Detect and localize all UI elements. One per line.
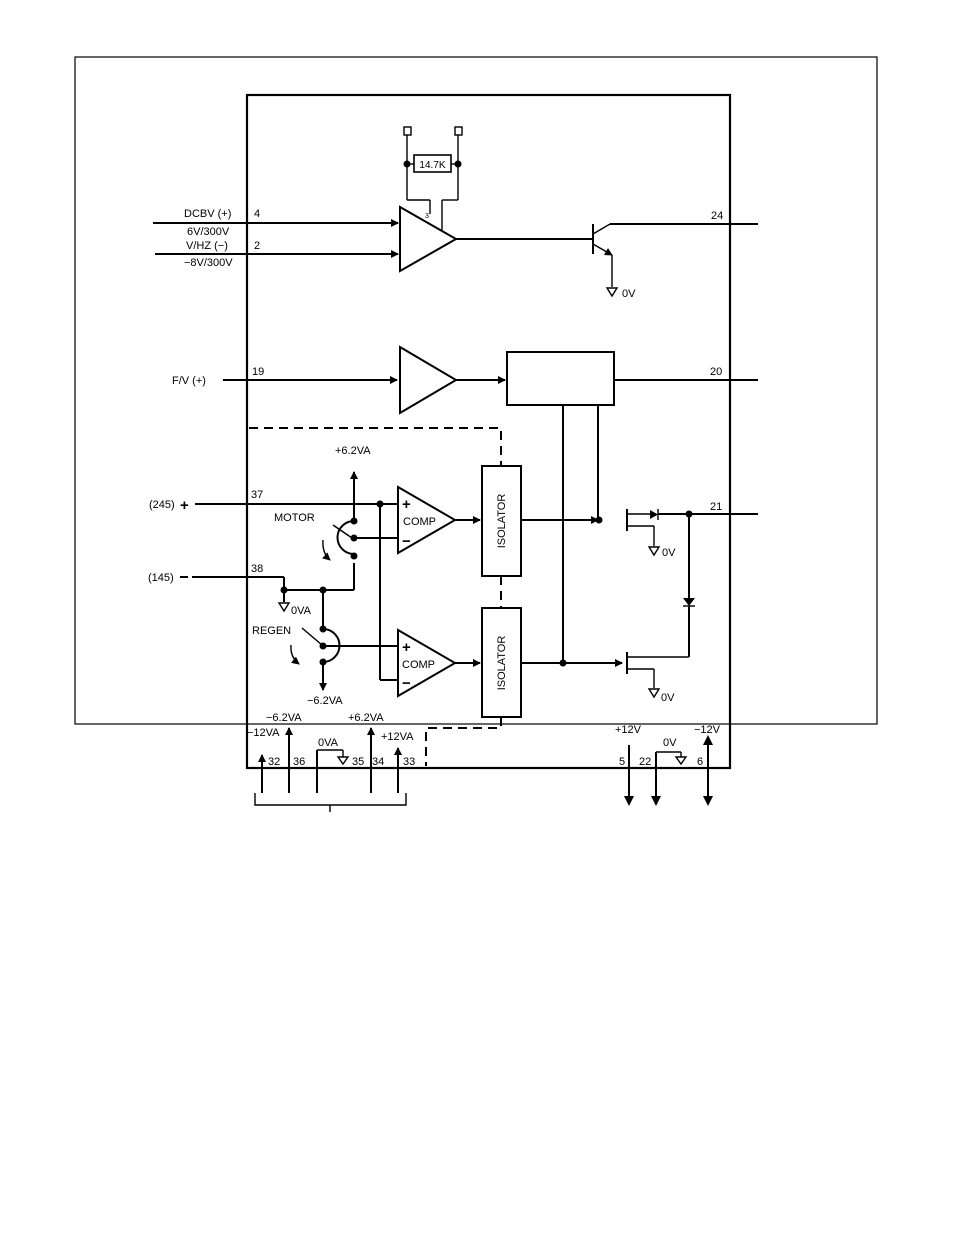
label-plus-6-2va-bottom: +6.2VA [348, 712, 384, 724]
comp-motor-label: COMP [403, 516, 436, 528]
outer-frame [75, 57, 877, 724]
pin-32: 32 [268, 756, 280, 768]
pin-2: 2 [254, 240, 260, 252]
terminal-left [404, 127, 411, 135]
label-vhz: V/HZ (−) [186, 240, 228, 252]
label-plus-12v: +12V [615, 724, 642, 736]
label-plus-6-2va-top: +6.2VA [335, 445, 371, 457]
fv-amplifier [400, 347, 456, 413]
gnd-label-lower: 0V [661, 692, 675, 704]
comp-regen-label: COMP [402, 659, 435, 671]
pin-4: 4 [254, 208, 260, 220]
label-minus-12v: −12V [694, 724, 721, 736]
pin-6: 6 [697, 756, 703, 768]
pin-37: 37 [251, 489, 263, 501]
pin-35: 35 [352, 756, 364, 768]
label-plus-12va: +12VA [381, 731, 414, 743]
resistor-label: 14.7K [419, 160, 445, 171]
pin-19: 19 [252, 366, 264, 378]
gnd-label-transistor: 0V [622, 288, 636, 300]
label-vhz-scale: −8V/300V [184, 257, 233, 269]
label-plus-245: (245) [149, 499, 175, 511]
label-dcbv-scale: 6V/300V [187, 226, 230, 238]
label-motor: MOTOR [274, 512, 315, 524]
pin-36: 36 [293, 756, 305, 768]
pin-34: 34 [372, 756, 384, 768]
terminal-right [455, 127, 462, 135]
label-dcbv: DCBV (+) [184, 208, 231, 220]
comp-regen-minus: − [402, 675, 411, 692]
plus-245-sign: + [180, 497, 189, 514]
label-minus-6-2va: −6.2VA [307, 695, 343, 707]
label-fv: F/V (+) [172, 375, 206, 387]
comp-motor-plus: + [402, 496, 411, 513]
label-minus-6-2va-bottom: −6.2VA [266, 712, 302, 724]
gnd-label-upper: 0V [662, 547, 676, 559]
comparator-section: COMP COMP + − + − ISOLATOR ISOLATOR [148, 405, 758, 717]
label-regen: REGEN [252, 625, 291, 637]
label-0v-bottom: 0V [663, 737, 677, 749]
fv-output-block [507, 352, 614, 405]
pin-38: 38 [251, 563, 263, 575]
pin-24: 24 [711, 210, 723, 222]
comp-regen-plus: + [402, 639, 411, 656]
pin-20: 20 [710, 366, 722, 378]
amp-small-mark: 3 [425, 213, 429, 220]
isolator-regen-label: ISOLATOR [496, 636, 508, 691]
label-0va: 0VA [291, 605, 312, 617]
input-amplifier-section: 3 14.7K 0V DCBV (+) 6V/300V V/HZ (−) −8V… [153, 127, 758, 300]
pin-5: 5 [619, 756, 625, 768]
comp-motor-minus: − [402, 533, 411, 550]
pin-22: 22 [639, 756, 651, 768]
label-minus-145: (145) [148, 572, 174, 584]
pin-21: 21 [710, 501, 722, 513]
label-0va-bottom: 0VA [318, 737, 339, 749]
supply-pins: −12VA −6.2VA 0VA +6.2VA +12VA 32 36 35 3… [247, 712, 721, 812]
fv-section: F/V (+) 19 20 [172, 347, 758, 413]
pin-33: 33 [403, 756, 415, 768]
isolator-motor-label: ISOLATOR [496, 494, 508, 549]
label-minus-12va: −12VA [247, 727, 280, 739]
